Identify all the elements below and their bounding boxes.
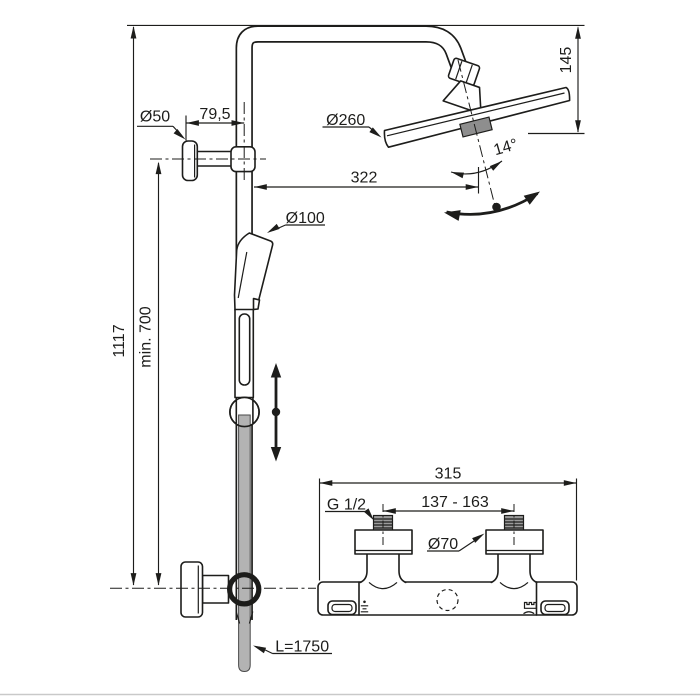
leader-arrow-icon [369,127,382,138]
hand-shower-clip [252,297,261,311]
dim-label-head-reach: 322 [351,170,378,187]
label-group-inlet-thread: G 1/2 [325,496,374,521]
dim-tilt-angle: 14° [450,136,520,179]
slide-direction-arrow-icon [270,363,282,462]
leader-arrow-icon [363,508,374,521]
upper-bracket-flange [181,140,199,182]
tilt-axis-centerline [457,59,496,209]
dim-label-min-height: min. 700 [138,306,155,367]
mixer-valve [317,514,578,616]
temperature-scale-icon [360,600,369,613]
dim-label-total-height: 1117 [111,324,128,357]
label-tilt-angle: 14° [492,136,520,159]
overhead-spray-hub [459,116,493,138]
dim-head-drop: 145 [528,26,585,135]
shower-hose [238,414,251,673]
dim-min-height: min. 700 [138,161,162,586]
dim-label-bracket-offset: 79,5 [199,106,230,123]
dim-mixer-width: 315 [318,466,578,581]
lower-bracket-arm [201,574,230,604]
overhead-shower-plate [383,86,571,148]
dim-label-head-drop: 145 [558,47,575,74]
label-inlet-thread: G 1/2 [327,496,366,513]
dim-inlet-spacing: 137 - 163 [383,494,514,514]
lower-wall-bracket [180,561,262,618]
mixer-body [317,581,578,616]
leader-arrow-icon [472,533,485,543]
leader-arrow-icon [173,129,186,140]
dim-head-reach: 322 [254,167,480,194]
shower-riser-pipe [235,25,468,620]
tilt-direction-arrow-icon [444,191,540,221]
lower-bracket-ring [226,572,262,607]
label-group-hose-length: L=1750 [253,638,332,655]
overhead-arm-nut [447,57,481,87]
riser-pipe-end [235,611,254,624]
hot-limit-icon [523,601,537,615]
label-escutcheon-dia: Ø70 [428,536,458,553]
mixer-left-neck [359,553,407,584]
label-group-escutcheon-dia: Ø70 [427,533,485,553]
dim-label-inlet-spacing: 137 - 163 [421,494,489,511]
dim-total-height: 1117 [111,26,137,586]
leader-arrow-icon [253,645,267,654]
label-head-dia: Ø260 [326,112,365,129]
dim-label-mixer-width: 315 [435,466,462,483]
leader-arrow-icon [267,223,280,233]
dim-bracket-offset: 79,5 [185,106,245,141]
lower-bracket-flange [180,561,204,618]
label-wall-flange-dia: Ø50 [140,109,170,126]
mixer-left-handle [327,600,357,616]
label-hose-length: L=1750 [275,638,329,655]
mixer-cartridge-mark [436,588,459,612]
label-group-head-dia: Ø260 [322,112,382,138]
mixer-right-handle [540,600,570,616]
hand-shower [233,232,274,399]
label-group-wall-flange-dia: Ø50 [137,109,186,140]
mixer-right-neck [490,553,538,584]
label-hand-shower-dia: Ø100 [286,210,325,227]
label-group-hand-shower-dia: Ø100 [267,210,325,233]
